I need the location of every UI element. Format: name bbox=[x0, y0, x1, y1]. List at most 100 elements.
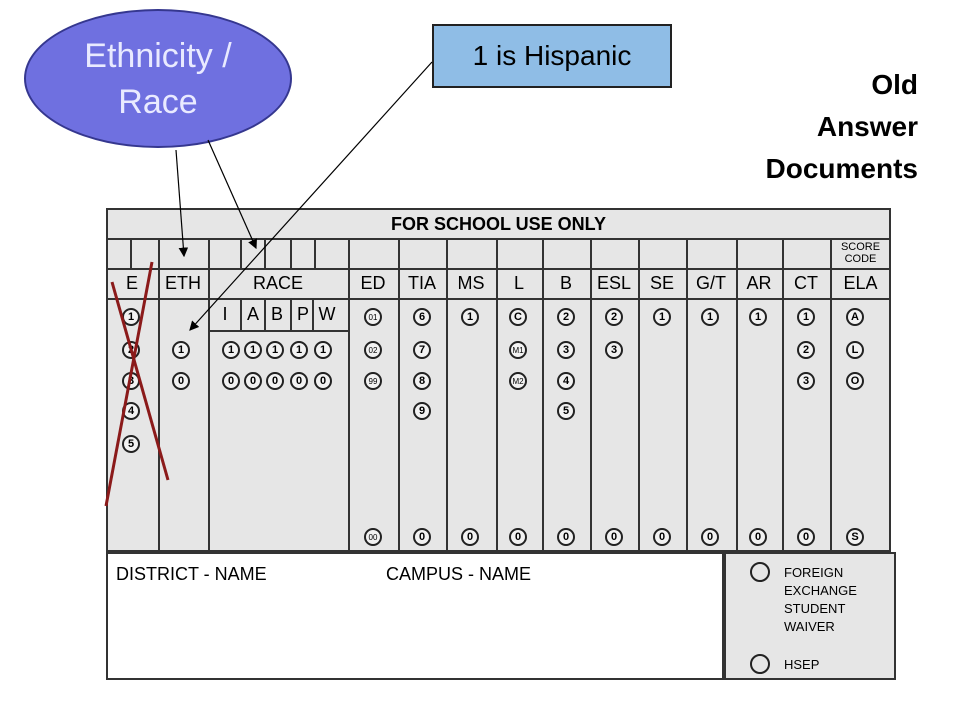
esl-option-bubble[interactable]: 0 bbox=[605, 528, 623, 546]
header-tia: TIA bbox=[407, 273, 436, 293]
b-option-bubble[interactable]: 0 bbox=[557, 528, 575, 546]
header-ela: ELA bbox=[843, 273, 878, 293]
district-name-label: DISTRICT - NAME bbox=[116, 564, 267, 584]
e-option-bubble[interactable]: 1 bbox=[122, 308, 140, 326]
b-option-bubble[interactable]: 2 bbox=[557, 308, 575, 326]
header-race: RACE bbox=[252, 273, 303, 293]
ms-option-bubble[interactable]: 1 bbox=[461, 308, 479, 326]
race-option-bubble[interactable]: 0 bbox=[314, 372, 332, 390]
header-b: B bbox=[559, 273, 572, 293]
column-divider bbox=[446, 238, 448, 552]
column-divider bbox=[208, 238, 210, 552]
race-sub-i: I bbox=[222, 304, 228, 324]
rule-below-blank-row bbox=[106, 268, 891, 270]
ela-option-bubble[interactable]: L bbox=[846, 341, 864, 359]
ela-option-bubble[interactable]: O bbox=[846, 372, 864, 390]
header-e: E bbox=[125, 273, 138, 293]
eth-option-bubble[interactable]: 0 bbox=[172, 372, 190, 390]
header-g-t: G/T bbox=[696, 273, 726, 293]
b-option-bubble[interactable]: 4 bbox=[557, 372, 575, 390]
column-divider bbox=[348, 238, 350, 552]
campus-name-label: CAMPUS - NAME bbox=[386, 564, 532, 584]
ellipse-label-text: Ethnicity / Race bbox=[84, 36, 232, 121]
b-option-bubble[interactable]: 3 bbox=[557, 341, 575, 359]
race-sub-a: A bbox=[246, 304, 259, 324]
ar-option-bubble[interactable]: 1 bbox=[749, 308, 767, 326]
race-option-bubble[interactable]: 0 bbox=[222, 372, 240, 390]
header-ms: MS bbox=[457, 273, 485, 293]
header-ar: AR bbox=[746, 273, 772, 293]
ed-option-bubble[interactable]: 01 bbox=[364, 308, 382, 326]
ela-option-bubble[interactable]: S bbox=[846, 528, 864, 546]
race-option-bubble[interactable]: 1 bbox=[222, 341, 240, 359]
blank-cell-divider bbox=[264, 238, 266, 268]
esl-option-bubble[interactable]: 3 bbox=[605, 341, 623, 359]
column-divider bbox=[590, 238, 592, 552]
side-title: Old Answer Documents bbox=[765, 69, 918, 184]
race-option-bubble[interactable]: 1 bbox=[290, 341, 308, 359]
column-divider bbox=[398, 238, 400, 552]
race-option-bubble[interactable]: 0 bbox=[266, 372, 284, 390]
race-sub-b: B bbox=[270, 304, 283, 324]
tia-option-bubble[interactable]: 9 bbox=[413, 402, 431, 420]
ed-option-bubble[interactable]: 02 bbox=[364, 341, 382, 359]
blank-cell-divider bbox=[240, 238, 242, 268]
l-option-bubble[interactable]: 0 bbox=[509, 528, 527, 546]
ct-option-bubble[interactable]: 0 bbox=[797, 528, 815, 546]
race-option-bubble[interactable]: 0 bbox=[290, 372, 308, 390]
race-option-bubble[interactable]: 0 bbox=[244, 372, 262, 390]
column-divider bbox=[496, 238, 498, 552]
rule-below-race-sub bbox=[208, 330, 348, 332]
tia-option-bubble[interactable]: 0 bbox=[413, 528, 431, 546]
tia-option-bubble[interactable]: 8 bbox=[413, 372, 431, 390]
name-section: DISTRICT - NAME CAMPUS - NAME bbox=[106, 552, 724, 680]
ct-option-bubble[interactable]: 1 bbox=[797, 308, 815, 326]
e-option-bubble[interactable]: 2 bbox=[122, 341, 140, 359]
gt-option-bubble[interactable]: 0 bbox=[701, 528, 719, 546]
race-option-bubble[interactable]: 1 bbox=[244, 341, 262, 359]
ela-option-bubble[interactable]: A bbox=[846, 308, 864, 326]
foreign-exchange-label: FOREIGN EXCHANGE STUDENT WAIVER bbox=[784, 565, 857, 634]
column-divider bbox=[830, 238, 832, 552]
header-l: L bbox=[513, 273, 524, 293]
race-sub-p: P bbox=[296, 304, 309, 324]
blank-cell-divider bbox=[290, 238, 292, 268]
ct-option-bubble[interactable]: 2 bbox=[797, 341, 815, 359]
esl-option-bubble[interactable]: 2 bbox=[605, 308, 623, 326]
eth-option-bubble[interactable]: 1 bbox=[172, 341, 190, 359]
column-divider bbox=[638, 238, 640, 552]
hsep-label: HSEP bbox=[784, 657, 820, 672]
header-eth: ETH bbox=[165, 273, 201, 293]
se-option-bubble[interactable]: 1 bbox=[653, 308, 671, 326]
rule-below-headers bbox=[106, 298, 891, 300]
hispanic-callout: 1 is Hispanic bbox=[432, 24, 672, 88]
ed-option-bubble[interactable]: 00 bbox=[364, 528, 382, 546]
column-divider bbox=[686, 238, 688, 552]
race-option-bubble[interactable]: 1 bbox=[314, 341, 332, 359]
l-option-bubble[interactable]: M2 bbox=[509, 372, 527, 390]
tia-option-bubble[interactable]: 7 bbox=[413, 341, 431, 359]
e-option-bubble[interactable]: 5 bbox=[122, 435, 140, 453]
e-option-bubble[interactable]: 4 bbox=[122, 402, 140, 420]
race-option-bubble[interactable]: 1 bbox=[266, 341, 284, 359]
ct-option-bubble[interactable]: 3 bbox=[797, 372, 815, 390]
b-option-bubble[interactable]: 5 bbox=[557, 402, 575, 420]
ms-option-bubble[interactable]: 0 bbox=[461, 528, 479, 546]
gt-option-bubble[interactable]: 1 bbox=[701, 308, 719, 326]
e-option-bubble[interactable]: 3 bbox=[122, 372, 140, 390]
header-se: SE bbox=[649, 273, 674, 293]
tia-option-bubble[interactable]: 6 bbox=[413, 308, 431, 326]
l-option-bubble[interactable]: C bbox=[509, 308, 527, 326]
se-option-bubble[interactable]: 0 bbox=[653, 528, 671, 546]
hsep-bubble bbox=[750, 654, 770, 674]
race-sub-w: W bbox=[318, 304, 336, 324]
column-divider bbox=[736, 238, 738, 552]
column-divider bbox=[782, 238, 784, 552]
blank-cell-divider bbox=[314, 238, 316, 268]
ed-option-bubble[interactable]: 99 bbox=[364, 372, 382, 390]
l-option-bubble[interactable]: M1 bbox=[509, 341, 527, 359]
form-title: FOR SCHOOL USE ONLY bbox=[390, 214, 607, 234]
rule-below-title bbox=[106, 238, 891, 240]
header-ct: CT bbox=[794, 273, 818, 293]
ar-option-bubble[interactable]: 0 bbox=[749, 528, 767, 546]
